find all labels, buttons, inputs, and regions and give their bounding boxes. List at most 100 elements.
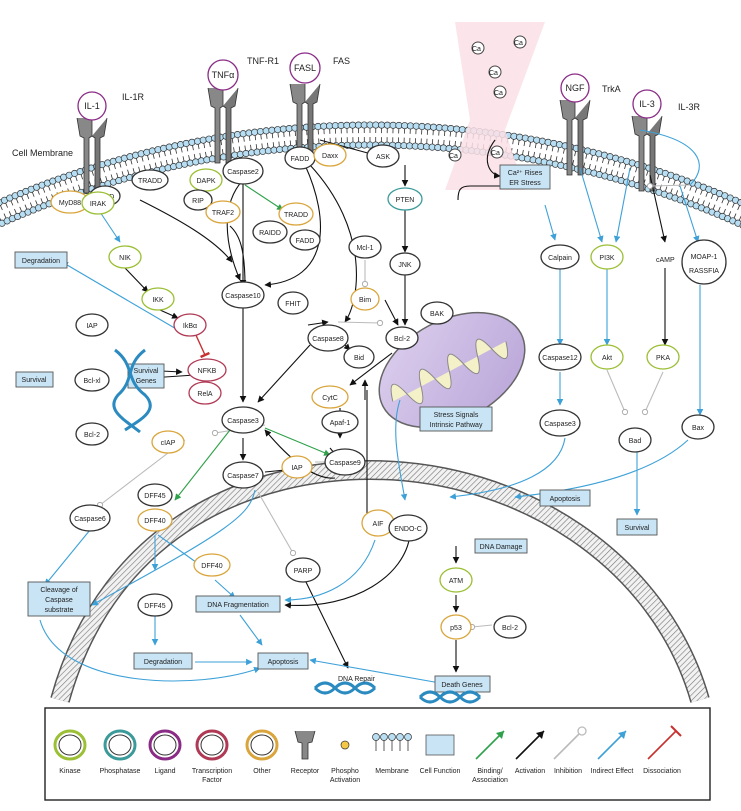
fasl-ligand [289,52,321,84]
bad-node [618,427,652,453]
iap-node [75,313,109,337]
ikba-label: IkBα [183,323,197,330]
jnk-label: JNK [398,262,412,269]
tradd-node [131,169,169,191]
dna-damage-label: DNA Damage [480,544,523,551]
degradation-top-label: Degradation [22,258,60,265]
tnfr1-label: TNF-R1 [247,56,279,66]
membrane-lipid-head [274,126,282,134]
rela-label: RelA [197,391,213,398]
membrane-tail [0,203,3,211]
membrane-lipid-head [262,127,270,135]
caspase12-node [538,343,582,371]
apaf1-node [321,410,359,434]
pi3k-node [590,244,624,270]
stress-signals-label-2: Intrinsic Pathway [430,422,483,429]
membrane-lipid-head [205,135,213,143]
ligands: IL-1 TNFα FASL NGF IL-3 [77,52,662,121]
raidd-node [252,220,288,244]
legend-item-cellfunction: Cell Function [420,734,461,775]
dff45-b-node [137,593,173,617]
il1-label: IL-1 [84,101,100,111]
rip-label: RIP [192,198,204,205]
ciap-node [151,430,185,454]
arrowhead-icon [496,731,504,739]
dff45-a-node [137,483,173,507]
pka-node [646,344,680,370]
membrane-lipid-head [453,125,461,133]
apoptosis-right-box [539,489,591,507]
ask-node [366,144,400,168]
traf2-label: TRAF2 [212,210,234,217]
caspase10-label: Caspase10 [225,293,261,300]
survival-genes-label-1: Survival [134,368,159,375]
akt-node [590,344,624,370]
bak-node [420,301,454,325]
caspase7-node [222,461,264,489]
bcl2-mito-node [385,326,419,350]
legend-frame [44,707,711,801]
caspase3-right-node [539,409,581,437]
atm-node [439,567,473,593]
membrane-icon-head [380,733,388,741]
cleavage-label-2: Caspase [45,597,73,604]
legend-label: Inhibition [554,768,582,775]
cleavage-label-1: Cleavage of [40,587,77,594]
membrane-lipid-head [737,199,741,207]
dff45-a-label: DFF45 [144,493,166,500]
akt-label: Akt [602,355,612,362]
legend-ring-inner-ligand [153,734,177,756]
membrane-lipid-head [188,138,196,146]
calcium-ion-label: Ca [489,70,498,77]
degradation-top-box [14,251,68,269]
legend-label: Dissociation [643,768,681,775]
caspase6-label: Caspase6 [74,516,106,523]
il3-label: IL-3 [639,99,655,109]
dff40-b-node [193,553,231,577]
bcl2-mito-label: Bcl-2 [394,336,410,343]
legend-item-membrane: Membrane [372,733,412,775]
membrane-lipid-head [199,136,207,144]
legend-ring-inner-phosphatase [108,734,132,756]
cleavage-box [27,581,91,617]
moap1-label: MOAP-1 [691,254,718,261]
calcium-ion-label: Ca [449,153,458,160]
fhit-node [277,291,309,315]
nfkb-node [187,358,227,382]
membrane-lipid-head [233,130,242,139]
survival-left-box [15,371,54,388]
calcium-ion-label: Ca [472,46,481,53]
calcium-ion-label: Ca [494,90,503,97]
mcl1-node [348,235,382,259]
nfkb-label: NFKB [198,368,217,375]
caspase12-label: Caspase12 [542,355,578,362]
dapk-node [189,168,223,192]
iap-mid-node [281,455,313,479]
calcium-channel-zone [445,22,545,190]
bclxl-label: Bcl-xl [83,378,101,385]
arrowhead-icon [536,731,544,739]
legend-line-dissociation [647,730,677,760]
receptor-icon [294,730,316,760]
il1r-label: IL-1R [122,92,145,102]
tradd2-label: TRADD [284,212,308,219]
membrane-lipid-head [171,142,179,150]
legend-label: Ligand [154,768,175,775]
jnk-node [389,252,421,276]
legend-ring-inner-tf [200,734,224,756]
legend-label: Membrane [375,768,409,775]
apoptosis-center-box [257,652,309,670]
bid-node [343,345,375,369]
membrane-lipid-head [550,139,558,147]
rassfia-label: RASSFIA [689,268,719,275]
iap-mid-label: IAP [291,465,303,472]
legend-label: Kinase [59,768,81,775]
legend-item-indirect: Indirect Effect [591,730,633,775]
membrane-lipid-head [544,138,552,146]
ciap-label: cIAP [161,440,176,447]
membrane-lipid-head [458,126,466,134]
atm-label: ATM [449,578,463,585]
bid-label: Bid [354,355,364,362]
legend-label: Transcription [192,768,232,775]
